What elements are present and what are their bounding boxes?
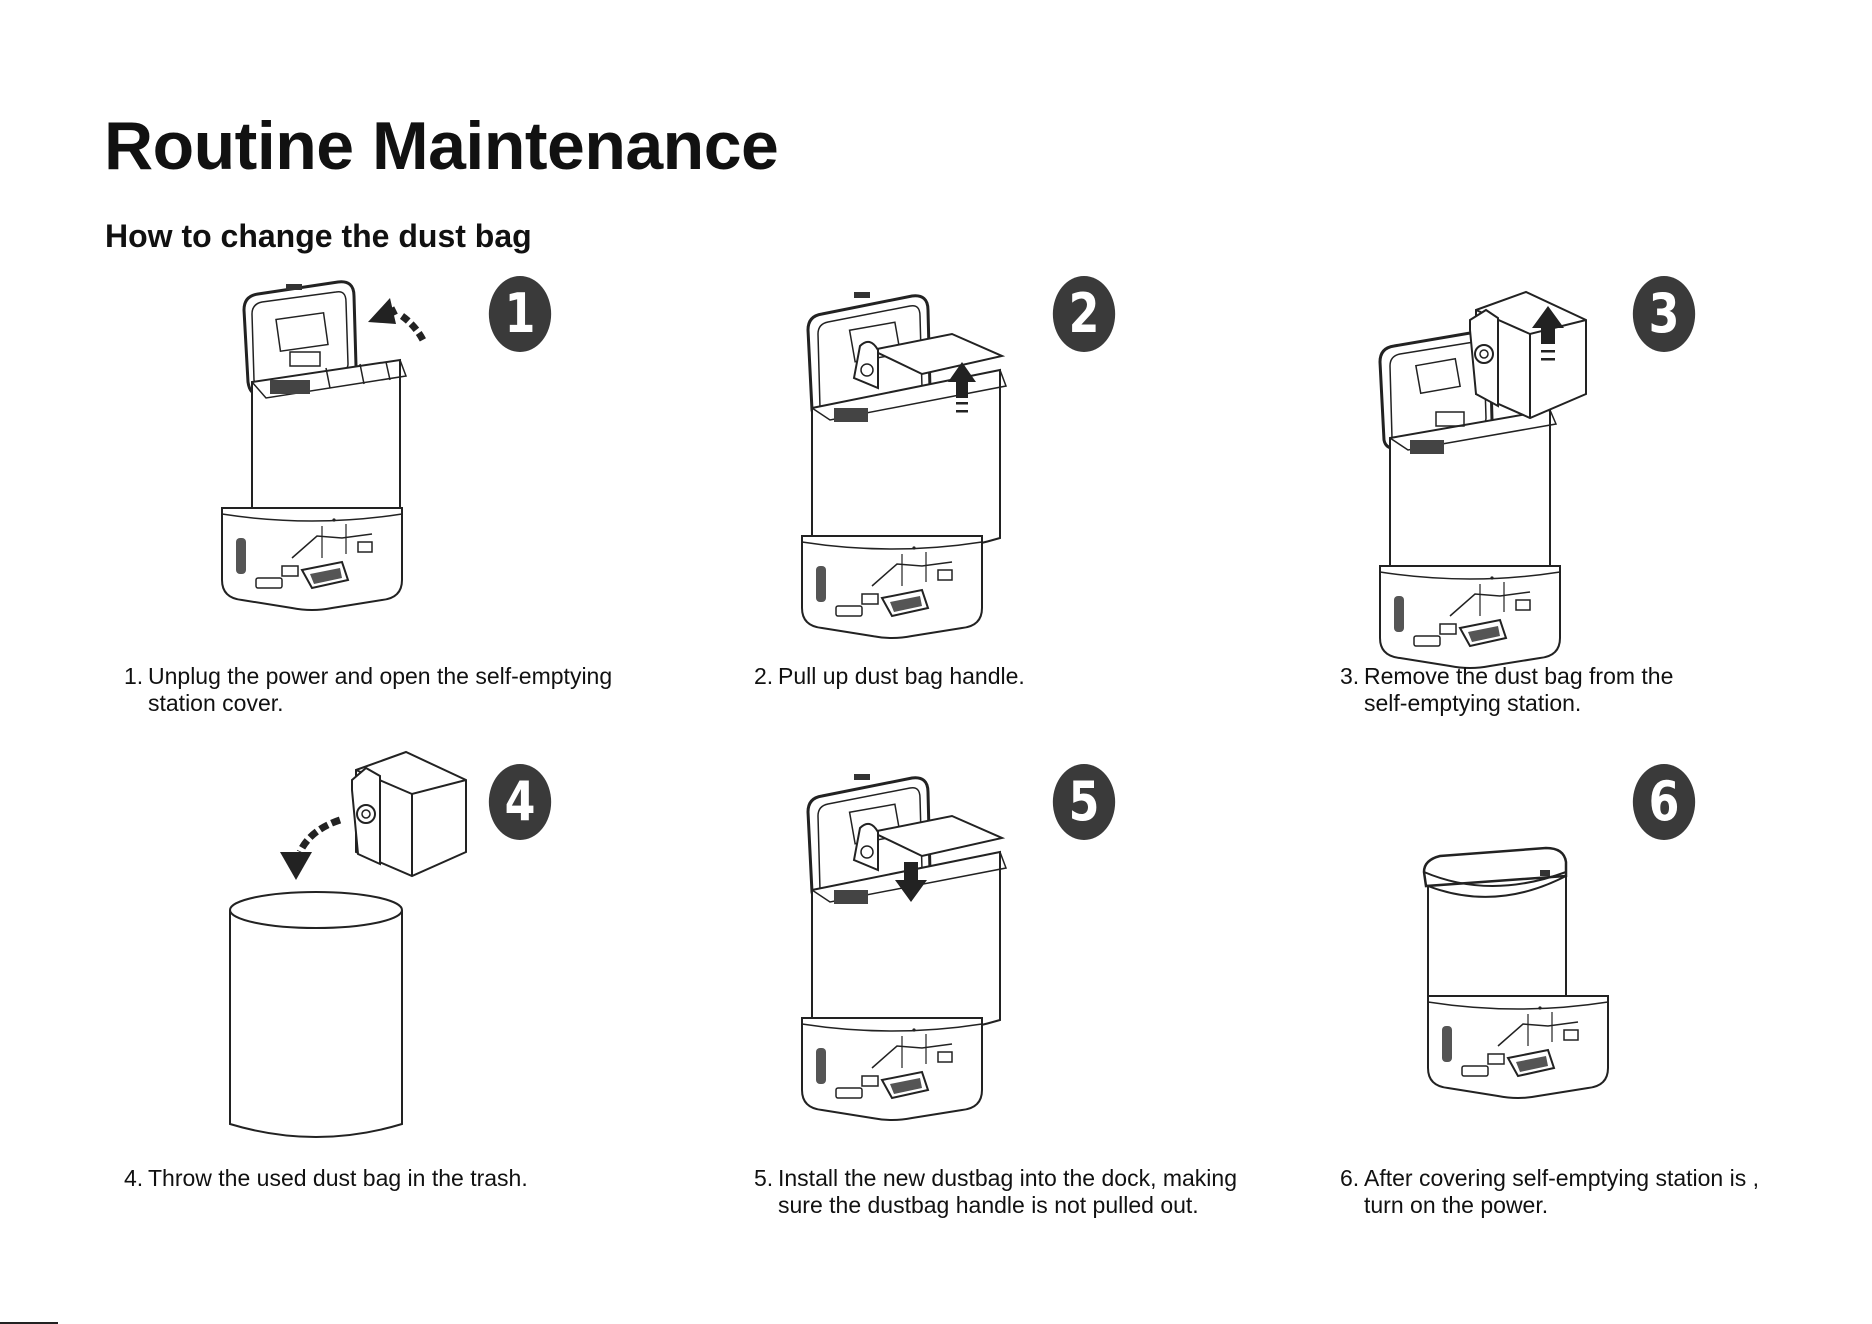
step-text-line1: Install the new dustbag into the dock, m… bbox=[778, 1165, 1237, 1191]
step-text-line2: sure the dustbag handle is not pulled ou… bbox=[754, 1192, 1237, 1219]
step-badge: 5 bbox=[1053, 764, 1115, 840]
step-caption: 6.After covering self-emptying station i… bbox=[1340, 1165, 1759, 1219]
trash-can-icon bbox=[230, 892, 402, 1137]
page-title: Routine Maintenance bbox=[104, 112, 778, 180]
step-number: 2. bbox=[754, 663, 778, 690]
step-text-line1: Unplug the power and open the self-empty… bbox=[148, 663, 612, 689]
curved-arrow-icon bbox=[368, 298, 424, 342]
step-text-line2: station cover. bbox=[124, 690, 612, 717]
step-2: 2 2.Pull up dust bag handle. bbox=[800, 270, 1360, 690]
step-text-line2: self-emptying station. bbox=[1340, 690, 1673, 717]
step-number: 4. bbox=[124, 1165, 148, 1192]
step-caption: 2.Pull up dust bag handle. bbox=[754, 663, 1025, 690]
step-caption: 1.Unplug the power and open the self-emp… bbox=[124, 663, 612, 717]
step-caption: 4.Throw the used dust bag in the trash. bbox=[124, 1165, 528, 1192]
step-1: 1 1.Unplug the power and open the self-e… bbox=[230, 270, 790, 690]
step-6-illustration bbox=[1380, 752, 1872, 1152]
step-badge: 2 bbox=[1053, 276, 1115, 352]
step-badge: 1 bbox=[489, 276, 551, 352]
curved-arrow-icon bbox=[280, 820, 340, 880]
step-number: 1. bbox=[124, 663, 148, 690]
step-3-illustration bbox=[1380, 270, 1872, 630]
step-text-line1: Pull up dust bag handle. bbox=[778, 663, 1025, 689]
step-number: 3. bbox=[1340, 663, 1364, 690]
step-text-line1: After covering self-emptying station is … bbox=[1364, 1165, 1759, 1191]
step-6: 6 6.After covering self-emptying station… bbox=[1380, 752, 1872, 1172]
step-5: 5 5.Install the new dustbag into the doc… bbox=[800, 752, 1360, 1172]
step-text-line2: turn on the power. bbox=[1340, 1192, 1759, 1219]
section-title: How to change the dust bag bbox=[105, 220, 532, 252]
step-4: 4 4.Throw the used dust bag in the trash… bbox=[230, 752, 790, 1172]
step-caption: 5.Install the new dustbag into the dock,… bbox=[754, 1165, 1237, 1219]
step-text-line1: Throw the used dust bag in the trash. bbox=[148, 1165, 528, 1191]
step-text-line1: Remove the dust bag from the bbox=[1364, 663, 1673, 689]
step-badge: 3 bbox=[1633, 276, 1695, 352]
step-number: 5. bbox=[754, 1165, 778, 1192]
step-badge: 6 bbox=[1633, 764, 1695, 840]
step-caption: 3.Remove the dust bag from the self-empt… bbox=[1340, 663, 1673, 717]
step-3: 3 3.Remove the dust bag from the self-em… bbox=[1380, 270, 1872, 690]
step-badge: 4 bbox=[489, 764, 551, 840]
step-number: 6. bbox=[1340, 1165, 1364, 1192]
